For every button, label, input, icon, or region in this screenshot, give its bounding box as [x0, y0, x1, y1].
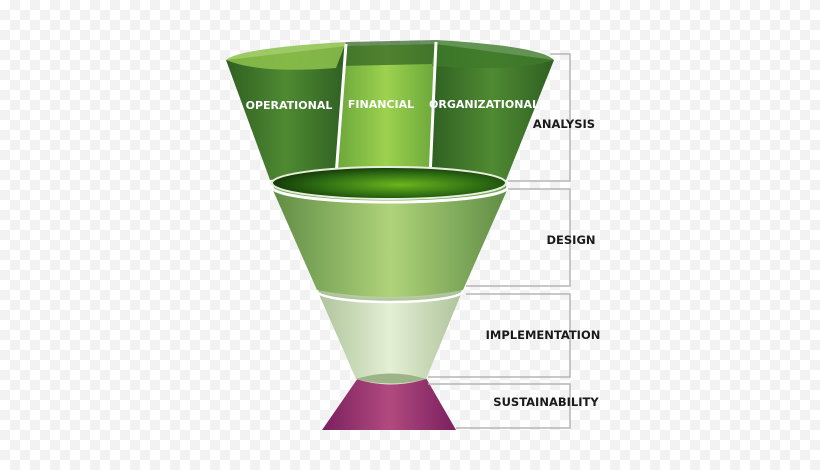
segment-label-operational: OPERATIONAL [246, 99, 333, 112]
stage-label-implementation: IMPLEMENTATION [486, 328, 601, 342]
bracket-design [466, 188, 571, 287]
bracket-sustainability [428, 383, 571, 429]
stage-label-sustainability: SUSTAINABILITY [493, 395, 599, 409]
bracket-analysis [508, 53, 571, 182]
stage-label-design: DESIGN [546, 233, 595, 247]
segment-label-financial: FINANCIAL [348, 98, 414, 111]
bracket-implementation [428, 293, 571, 378]
stage-analysis-shape [226, 40, 554, 200]
segment-label-organizational: ORGANIZATIONAL [429, 98, 539, 111]
stage-label-analysis: ANALYSIS [533, 117, 595, 131]
